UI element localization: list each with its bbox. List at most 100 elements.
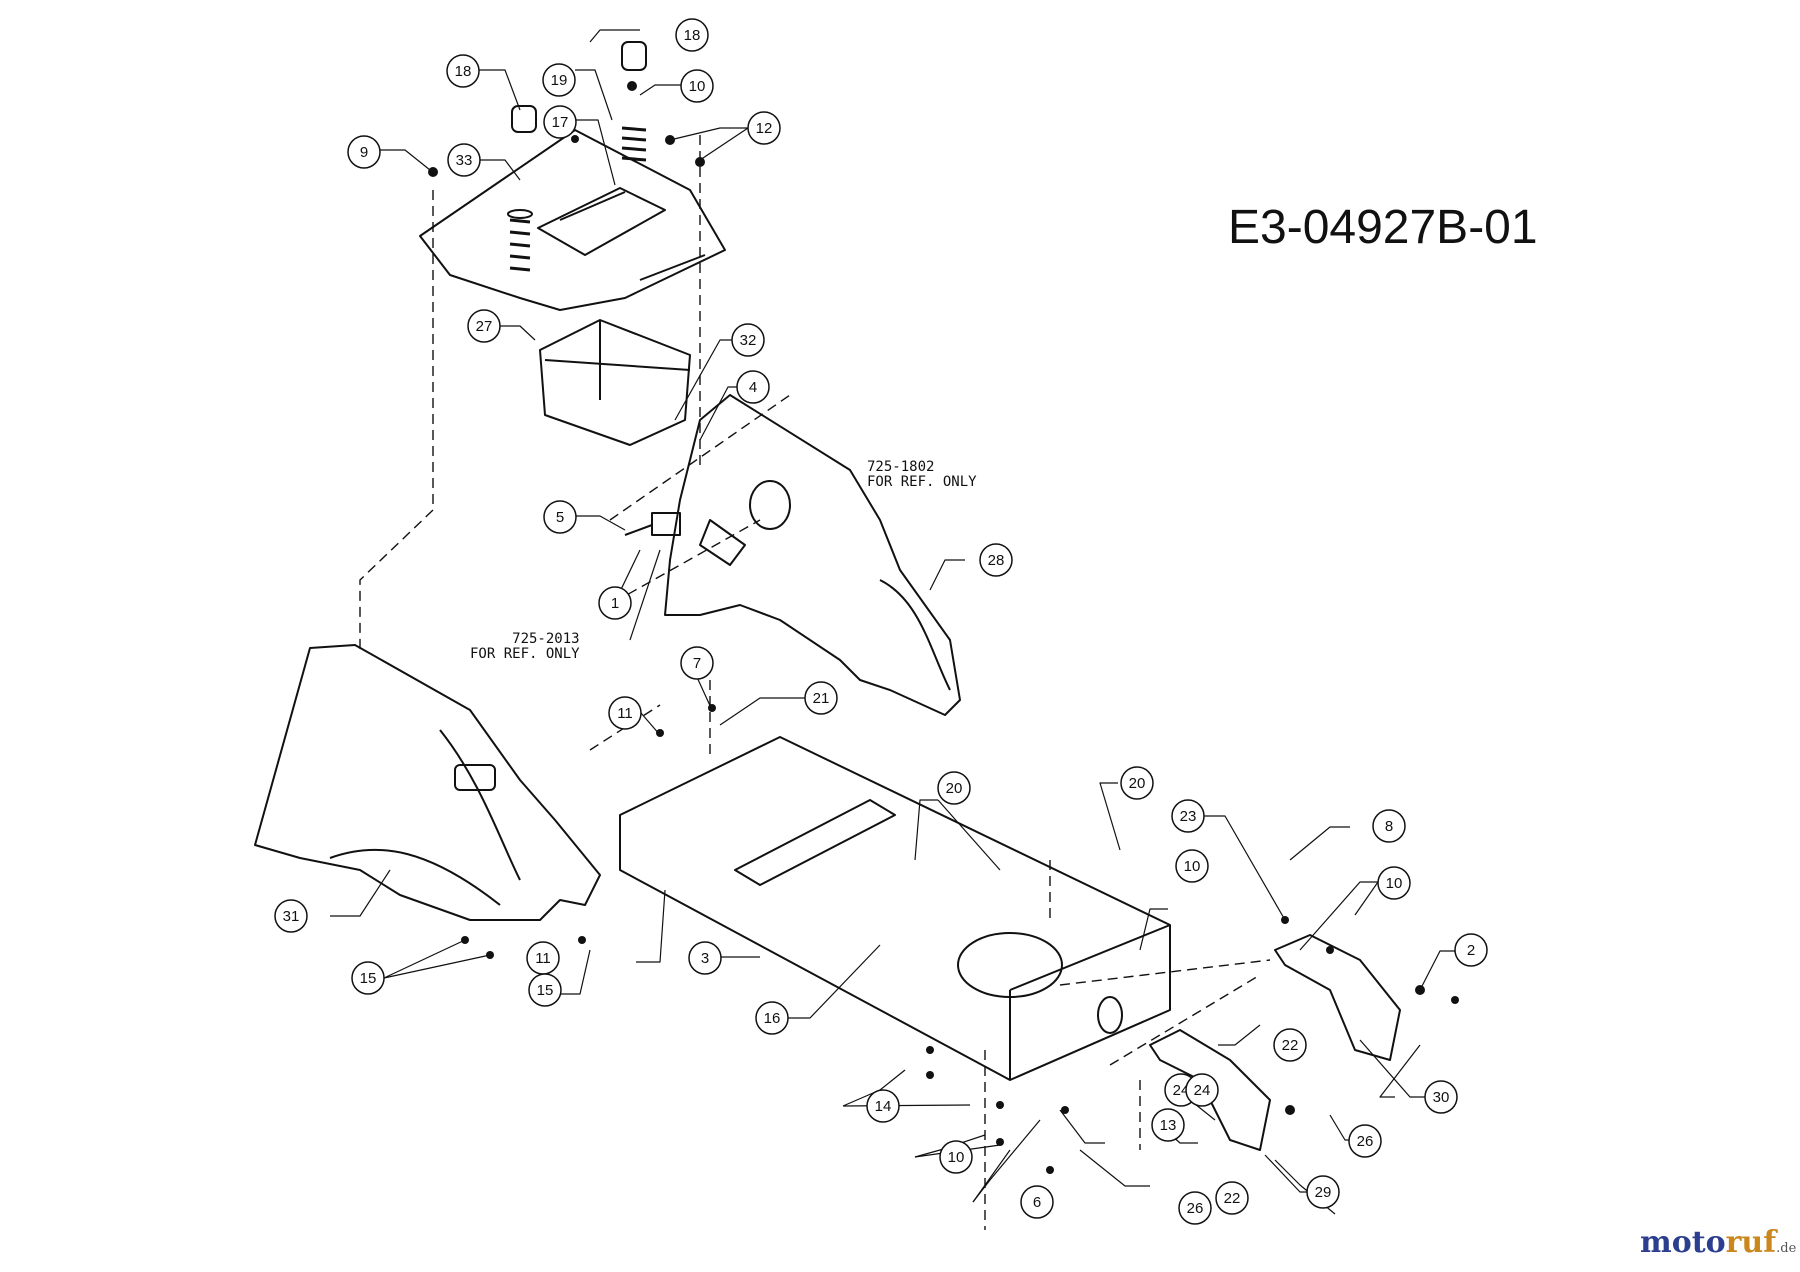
callout-bubble xyxy=(1120,766,1154,800)
spring-left xyxy=(507,209,533,272)
logo-part-a: moto xyxy=(1640,1225,1726,1260)
ref-note-part: 725-1802 xyxy=(867,459,935,475)
callout-label: 13 xyxy=(1160,1117,1177,1134)
callout-bubble xyxy=(675,18,709,52)
callout-bubble xyxy=(347,135,381,169)
callout-label: 8 xyxy=(1385,818,1393,835)
rear-panel xyxy=(664,394,961,716)
callout-label: 12 xyxy=(756,120,773,137)
ref-note-725-1802: 725-1802 FOR REF. ONLY xyxy=(867,460,977,490)
logo-tld: .de xyxy=(1776,1241,1797,1256)
callout-bubble xyxy=(1424,1080,1458,1114)
callout-label: 16 xyxy=(764,1010,781,1027)
callout-label: 26 xyxy=(1357,1133,1374,1150)
callout-bubble xyxy=(1372,809,1406,843)
callout-label: 7 xyxy=(693,655,701,672)
callout-bubble xyxy=(747,111,781,145)
callout-label: 15 xyxy=(360,970,377,987)
callout-bubble xyxy=(1348,1124,1382,1158)
callout-bubble xyxy=(1306,1175,1340,1209)
callout-label: 20 xyxy=(1129,775,1146,792)
callout-bubble xyxy=(680,69,714,103)
seat-plate xyxy=(419,129,726,311)
side-panel xyxy=(254,644,601,921)
callout-label: 20 xyxy=(946,780,963,797)
switch xyxy=(651,512,681,536)
callout-label: 4 xyxy=(749,379,757,396)
callout-label: 10 xyxy=(1386,875,1403,892)
callout-label: 5 xyxy=(556,509,564,526)
axle-bracket-30 xyxy=(1274,934,1401,1061)
callout-bubble xyxy=(542,63,576,97)
callout-bubble xyxy=(731,323,765,357)
callout-label: 10 xyxy=(689,78,706,95)
callout-label: 2 xyxy=(1467,942,1475,959)
callout-bubble xyxy=(543,500,577,534)
callout-bubble xyxy=(608,696,642,730)
callout-bubble xyxy=(755,1001,789,1035)
callout-label: 17 xyxy=(552,114,569,131)
callout-label: 22 xyxy=(1224,1190,1241,1207)
callout-bubble xyxy=(467,309,501,343)
callout-bubble xyxy=(1178,1191,1212,1225)
callout-bubble xyxy=(1151,1108,1185,1142)
drawing-number: E3-04927B-01 xyxy=(1228,201,1538,254)
callout-bubble xyxy=(543,105,577,139)
callout-label: 27 xyxy=(476,318,493,335)
callout-label: 10 xyxy=(948,1149,965,1166)
callout-label: 18 xyxy=(684,27,701,44)
callout-label: 19 xyxy=(551,72,568,89)
main-frame xyxy=(619,736,1171,1081)
callout-bubble xyxy=(939,1140,973,1174)
callout-label: 29 xyxy=(1315,1184,1332,1201)
logo-part-b: ruf xyxy=(1725,1225,1777,1260)
callout-bubble xyxy=(274,899,308,933)
callout-bubble xyxy=(866,1089,900,1123)
callout-bubble xyxy=(1377,866,1411,900)
callout-label: 18 xyxy=(455,63,472,80)
solenoid xyxy=(749,480,791,530)
bumper-left xyxy=(511,105,537,133)
axle-bracket-29 xyxy=(1149,1029,1271,1151)
ref-note-725-2013: 725-2013 FOR REF. ONLY xyxy=(470,632,580,662)
callout-label: 32 xyxy=(740,332,757,349)
callout-label: 28 xyxy=(988,552,1005,569)
callout-bubble xyxy=(1454,933,1488,967)
callout-label: 23 xyxy=(1180,808,1197,825)
ref-note-text: FOR REF. ONLY xyxy=(470,646,580,662)
callout-bubble xyxy=(1175,849,1209,883)
bracket xyxy=(539,319,691,446)
callout-bubble xyxy=(937,771,971,805)
callout-label: 33 xyxy=(456,152,473,169)
callout-bubble xyxy=(528,973,562,1007)
callout-bubble xyxy=(447,143,481,177)
steering-opening xyxy=(957,932,1063,998)
callout-label: 11 xyxy=(617,705,633,722)
callout-label: 31 xyxy=(283,908,300,925)
spring-right xyxy=(621,126,647,162)
callout-label: 15 xyxy=(537,982,554,999)
callout-bubble xyxy=(804,681,838,715)
watermark-logo: motoruf.de xyxy=(1640,1225,1796,1260)
callout-label: 1 xyxy=(611,595,619,612)
callout-bubble xyxy=(1185,1073,1219,1107)
callout-bubble xyxy=(1273,1028,1307,1062)
callout-label: 6 xyxy=(1033,1194,1041,1211)
callout-bubble xyxy=(446,54,480,88)
callout-label: 24 xyxy=(1194,1082,1211,1099)
callout-bubble xyxy=(1020,1185,1054,1219)
callout-label: 11 xyxy=(535,950,551,967)
callout-bubble xyxy=(351,961,385,995)
ref-note-text: FOR REF. ONLY xyxy=(867,474,977,490)
callout-label: 10 xyxy=(1184,858,1201,875)
callout-bubble xyxy=(1171,799,1205,833)
callout-bubble xyxy=(736,370,770,404)
callout-bubble xyxy=(680,646,714,680)
callout-label: 22 xyxy=(1282,1037,1299,1054)
callout-label: 26 xyxy=(1187,1200,1204,1217)
callout-bubble xyxy=(1215,1181,1249,1215)
callout-label: 9 xyxy=(360,144,368,161)
callout-bubble xyxy=(688,941,722,975)
bumper-right xyxy=(621,41,647,71)
callout-bubble xyxy=(979,543,1013,577)
